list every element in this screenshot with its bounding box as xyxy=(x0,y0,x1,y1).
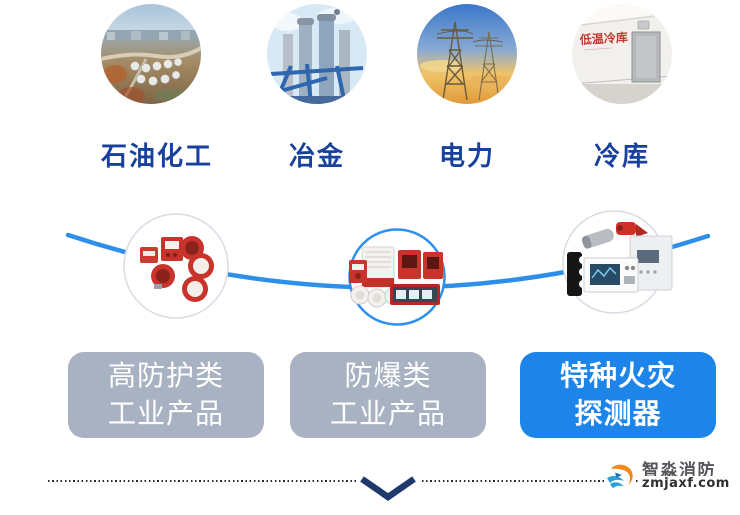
category-card-special-fire-detectors[interactable]: 特种火灾 探测器 xyxy=(520,352,716,438)
card-line1: 特种火灾 xyxy=(559,359,676,393)
industry-label: 石油化工 xyxy=(101,142,214,172)
brand-logo-icon xyxy=(604,460,636,492)
industry-item-metallurgy[interactable]: 冶金 xyxy=(267,4,367,173)
chevron-down-icon xyxy=(360,476,416,501)
power-photo xyxy=(417,4,517,104)
red-gas-detectors-illustration xyxy=(140,236,214,302)
product-carousel xyxy=(65,210,711,326)
industry-item-petrochemical[interactable]: 石油化工 xyxy=(101,4,214,173)
product-circle-special-detectors[interactable] xyxy=(562,210,673,314)
metallurgy-photo xyxy=(267,4,367,104)
card-line1: 防爆类 xyxy=(344,359,432,393)
cold-storage-photo: 低温冷库 xyxy=(572,4,672,104)
card-line2: 工业产品 xyxy=(107,397,224,430)
card-line2: 探测器 xyxy=(574,397,662,430)
brand-watermark: 智淼消防 zmjaxf.com xyxy=(602,456,732,502)
industry-item-power[interactable]: 电力 xyxy=(417,4,517,173)
industry-item-cold-storage[interactable]: 低温冷库 冷库 xyxy=(572,4,672,173)
petrochemical-photo xyxy=(101,4,201,104)
product-circle-explosion-proof[interactable] xyxy=(348,228,446,326)
industry-label: 冷库 xyxy=(593,142,650,172)
industry-label: 电力 xyxy=(438,142,495,172)
cold-storage-wall-text: 低温冷库 xyxy=(578,30,628,48)
flame-detectors-illustration xyxy=(567,222,673,296)
category-card-high-protection[interactable]: 高防护类 工业产品 xyxy=(68,352,264,438)
product-circle-high-protection[interactable] xyxy=(123,213,229,319)
card-line1: 高防护类 xyxy=(107,359,224,393)
card-line2: 工业产品 xyxy=(329,397,446,430)
brand-domain: zmjaxf.com xyxy=(640,476,732,491)
explosion-proof-devices-illustration xyxy=(349,246,443,308)
category-card-explosion-proof[interactable]: 防爆类 工业产品 xyxy=(290,352,486,438)
industry-label: 冶金 xyxy=(288,142,345,172)
